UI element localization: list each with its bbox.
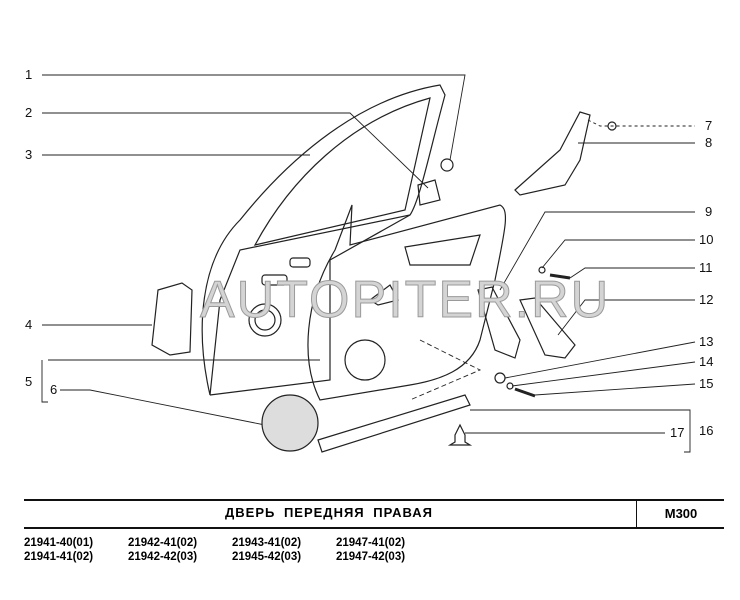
model-code: 21943-41(02) xyxy=(232,537,302,549)
reinforcement-bracket xyxy=(514,111,591,196)
washer-14 xyxy=(506,382,514,390)
callout-1: 1 xyxy=(25,67,33,82)
armrest-9 xyxy=(477,286,521,359)
bolt-7 xyxy=(607,121,617,131)
washer-10 xyxy=(538,266,546,274)
title-block: ДВЕРЬ ПЕРЕДНЯЯ ПРАВАЯ М300 xyxy=(24,499,724,529)
insulation-pad xyxy=(151,282,193,356)
model-code: 21947-41(02) xyxy=(336,537,406,549)
diagram-code: М300 xyxy=(636,501,725,527)
leader-lines xyxy=(41,74,696,453)
armrest-cover-12 xyxy=(519,297,576,359)
callout-5: 5 xyxy=(25,374,33,389)
model-list: 21941-40(01) 21942-41(02) 21943-41(02) 2… xyxy=(24,537,440,563)
model-code: 21941-40(01) xyxy=(24,537,94,549)
callout-13: 13 xyxy=(699,334,714,349)
callout-8: 8 xyxy=(705,135,713,150)
model-code: 21942-42(03) xyxy=(128,551,198,563)
callout-9: 9 xyxy=(705,204,713,219)
callout-14: 14 xyxy=(699,354,714,369)
callout-12: 12 xyxy=(699,292,714,307)
nut-13 xyxy=(494,372,506,384)
clip xyxy=(440,158,454,172)
model-code: 21941-41(02) xyxy=(24,551,94,563)
watermark: AUTOPITER.RU xyxy=(199,271,611,330)
callout-2: 2 xyxy=(25,105,33,120)
door-trim-panel xyxy=(307,204,507,401)
clip-17 xyxy=(447,423,473,446)
diagram-title: ДВЕРЬ ПЕРЕДНЯЯ ПРАВАЯ xyxy=(225,505,433,520)
screw-11 xyxy=(549,273,571,280)
callout-4: 4 xyxy=(25,317,33,332)
door-frame xyxy=(201,84,446,396)
callout-10: 10 xyxy=(699,232,714,247)
callout-15: 15 xyxy=(699,376,714,391)
screw-15 xyxy=(514,387,536,398)
callout-16: 16 xyxy=(699,423,714,438)
callout-7: 7 xyxy=(705,118,713,133)
callout-6: 6 xyxy=(50,382,58,397)
callout-11: 11 xyxy=(699,260,713,275)
sill-seal-16 xyxy=(317,394,471,453)
callout-3: 3 xyxy=(25,147,33,162)
window-guide xyxy=(417,179,441,206)
model-code: 21942-41(02) xyxy=(128,537,198,549)
model-code: 21945-42(03) xyxy=(232,551,302,563)
callout-17: 17 xyxy=(670,425,685,440)
speaker-grille xyxy=(261,394,319,452)
model-code: 21947-42(03) xyxy=(336,551,406,563)
